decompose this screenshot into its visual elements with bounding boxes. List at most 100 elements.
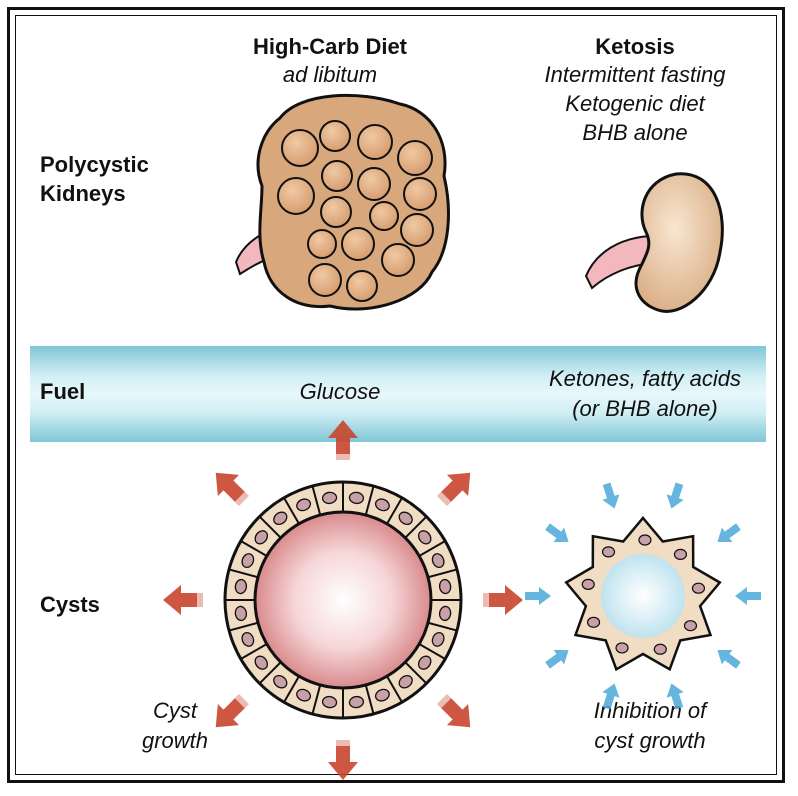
ketosis-title: Ketosis (595, 34, 675, 59)
fuel-ketones-line-1: Ketones, fatty acids (549, 366, 741, 391)
outer-frame (7, 7, 785, 783)
cell-border (311, 485, 322, 516)
cell-nucleus (581, 578, 595, 590)
cell-nucleus (234, 605, 248, 622)
kidney-cyst (346, 270, 378, 302)
cell-border (364, 684, 375, 715)
inward-arrow (545, 523, 569, 543)
cell-border (418, 540, 446, 557)
cell-border (283, 497, 300, 525)
normal-kidney (584, 172, 724, 313)
kidney-cyst (381, 243, 415, 277)
inhibition-line-2: cyst growth (594, 728, 706, 753)
kidney-cyst (397, 140, 433, 176)
cell-nucleus (296, 688, 312, 702)
cell-nucleus (348, 491, 365, 505)
cell-nucleus (638, 534, 652, 546)
large-cyst (223, 480, 463, 720)
outward-arrow (328, 420, 358, 464)
cell-nucleus (241, 631, 255, 647)
cell-nucleus (683, 620, 698, 632)
outward-arrows (163, 420, 523, 780)
inward-arrow (545, 649, 569, 669)
kidneys-label-line-2: Kidneys (40, 181, 126, 206)
cell-border (386, 675, 403, 703)
cell-nucleus (615, 642, 629, 654)
cell-border (258, 661, 282, 685)
ketosis-line-1: Intermittent fasting (544, 62, 726, 87)
kidney-cyst (321, 160, 353, 192)
cell-border (240, 643, 268, 660)
cell-nucleus (673, 548, 688, 560)
ketosis-line-3: BHB alone (582, 120, 688, 145)
cell-nucleus (234, 578, 248, 595)
cysts-label: Cysts (40, 592, 100, 617)
cell-nucleus (321, 695, 338, 709)
small-cyst-lumen (601, 554, 685, 638)
inward-arrows (525, 482, 761, 710)
large-cyst-cells (225, 482, 461, 718)
outward-arrow (434, 691, 471, 728)
cell-nucleus (398, 511, 413, 526)
fuel-glucose: Glucose (299, 379, 381, 404)
small-cyst (564, 516, 722, 672)
kidney-cyst (281, 129, 319, 167)
fuel-ketones-line-2: (or BHB alone) (572, 396, 718, 421)
inner-frame (15, 15, 777, 775)
kidney-cyst (403, 177, 437, 211)
cell-nucleus (254, 530, 269, 545)
cell-nucleus (417, 530, 432, 545)
normal-kidney-body (634, 172, 724, 313)
cell-nucleus (273, 674, 288, 689)
inward-arrow (525, 587, 551, 605)
cell-border (404, 661, 428, 685)
cell-nucleus (321, 491, 338, 505)
kidney-cyst (357, 167, 391, 201)
large-cyst-lumen (253, 510, 433, 690)
cell-nucleus (374, 498, 390, 512)
cell-nucleus (254, 655, 269, 670)
cell-border (283, 675, 300, 703)
cell-nucleus (398, 674, 413, 689)
cell-nucleus (438, 605, 452, 622)
cell-border (386, 497, 403, 525)
cell-nucleus (438, 578, 452, 595)
cell-border (418, 643, 446, 660)
outward-arrow (479, 585, 523, 615)
cyst-growth-line-2: growth (141, 728, 209, 753)
high-carb-subtitle: ad libitum (282, 62, 378, 87)
inward-arrow (666, 482, 684, 509)
outward-arrow (215, 472, 252, 509)
cell-nucleus (374, 688, 390, 702)
cell-border (364, 485, 375, 516)
kidney-cyst (277, 177, 315, 215)
kidney-cyst (357, 124, 393, 160)
cell-nucleus (691, 582, 706, 594)
kidney-cyst (320, 196, 352, 228)
cell-nucleus (417, 655, 432, 670)
kidney-cyst (400, 213, 434, 247)
cell-border (258, 515, 282, 539)
outward-arrow (215, 691, 252, 728)
kidney-cyst (307, 229, 337, 259)
cell-nucleus (241, 553, 255, 569)
cell-nucleus (431, 553, 445, 569)
cell-nucleus (273, 511, 288, 526)
ketosis-line-2: Ketogenic diet (565, 91, 705, 116)
cyst-growth-line-1: Cyst (153, 698, 197, 723)
cell-border (404, 515, 428, 539)
inward-arrow (735, 587, 761, 605)
outward-arrow (434, 472, 471, 509)
inward-arrow (602, 683, 620, 710)
inward-arrow (717, 523, 741, 543)
kidney-cyst (341, 227, 375, 261)
ureter-right (584, 234, 654, 290)
cell-nucleus (431, 631, 445, 647)
high-carb-title: High-Carb Diet (253, 34, 407, 59)
cell-nucleus (601, 546, 616, 558)
cell-border (228, 621, 259, 632)
outward-arrow (163, 585, 207, 615)
kidneys-label-line-1: Polycystic (40, 152, 149, 177)
cell-nucleus (586, 616, 601, 628)
